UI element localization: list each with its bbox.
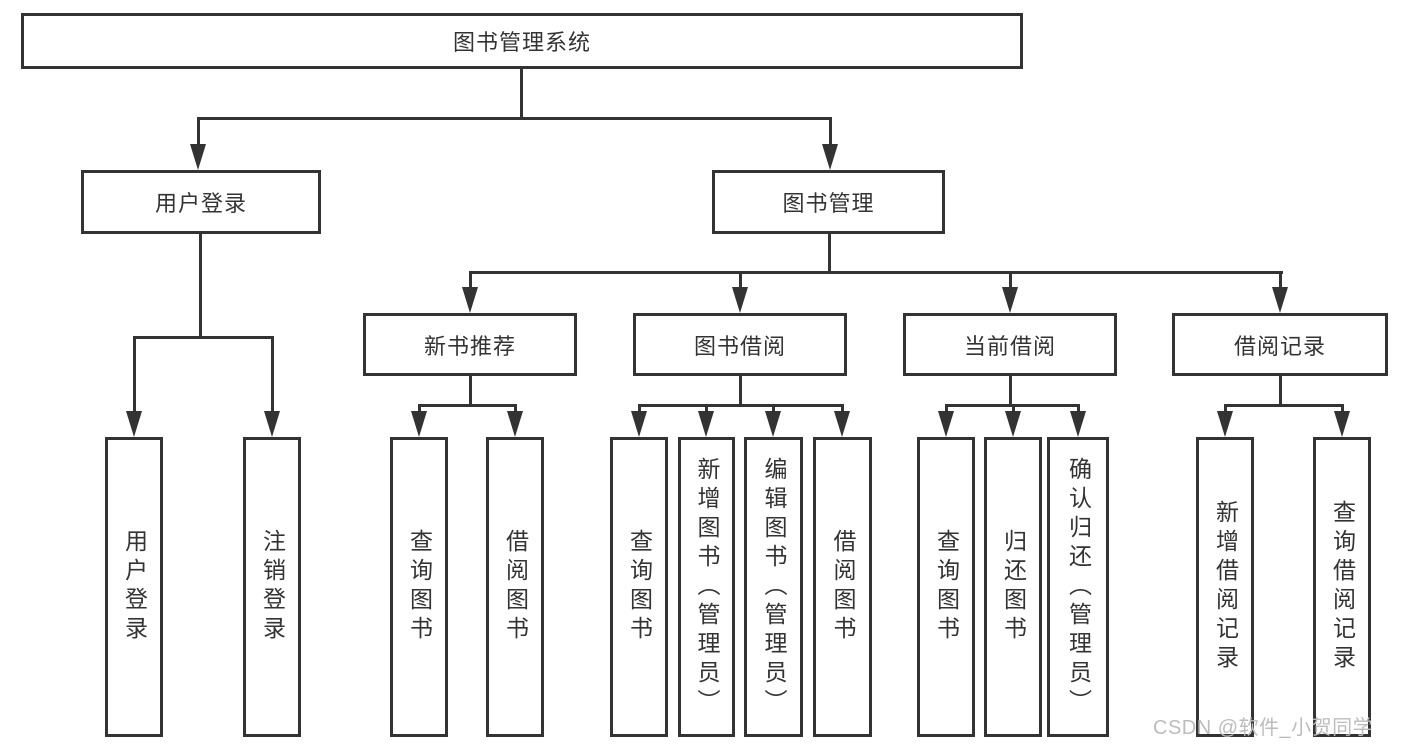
connector-line [197,117,832,120]
leaf-label: 借阅图书 [502,529,529,645]
node-borrow-record: 借阅记录 [1172,313,1388,376]
connector-line [418,404,517,407]
node-book-borrow: 图书借阅 [633,313,847,376]
leaf-label: 确认归还（管理员） [1065,456,1092,718]
connector-line [418,404,421,414]
arrowhead-icon [411,411,427,437]
node-book-management: 图书管理 [712,170,945,234]
arrowhead-icon [1272,287,1288,313]
connector-line [1077,404,1080,414]
leaf-return-book: 归还图书 [984,437,1042,737]
arrowhead-icon [1217,411,1233,437]
arrowhead-icon [462,287,478,313]
arrowhead-icon [732,287,748,313]
arrowhead-icon [1002,287,1018,313]
arrowhead-icon [765,411,781,437]
leaf-query-current: 查询图书 [917,437,975,737]
arrowhead-icon [1005,411,1021,437]
arrowhead-icon [1334,411,1350,437]
connector-line [1279,376,1282,406]
connector-line [638,404,641,414]
connector-line [829,117,832,146]
leaf-user-login: 用户登录 [105,437,163,737]
arrowhead-icon [698,411,714,437]
node-user-login: 用户登录 [81,170,321,234]
leaf-label: 查询图书 [933,529,960,645]
arrowhead-icon [507,411,523,437]
connector-line [739,376,742,406]
leaf-add-borrow-record: 新增借阅记录 [1196,437,1254,737]
arrowhead-icon [631,411,647,437]
arrowhead-icon [126,411,142,437]
connector-line [739,271,742,290]
leaf-borrow-book-recommend: 借阅图书 [486,437,544,737]
connector-line [1224,404,1344,407]
connector-line [133,336,274,339]
arrowhead-icon [1070,411,1086,437]
connector-line [520,69,523,118]
leaf-label: 查询借阅记录 [1329,500,1356,674]
connector-line [945,404,948,414]
connector-line [133,336,136,414]
connector-line [469,271,472,290]
node-root: 图书管理系统 [21,13,1023,69]
arrowhead-icon [190,144,206,170]
leaf-add-book-admin: 新增图书（管理员） [678,437,735,737]
arrowhead-icon [822,144,838,170]
leaf-label: 编辑图书（管理员） [761,456,787,718]
leaf-label: 新增图书（管理员） [694,456,720,718]
leaf-label: 用户登录 [121,529,148,645]
leaf-label: 借阅图书 [830,529,856,645]
arrowhead-icon [264,411,280,437]
arrowhead-icon [938,411,954,437]
connector-line [1341,404,1344,414]
connector-line [705,404,708,414]
leaf-edit-book-admin: 编辑图书（管理员） [744,437,803,737]
connector-line [199,234,202,338]
connector-line [469,376,472,406]
leaf-query-borrow-record: 查询借阅记录 [1313,437,1371,737]
connector-line [1009,376,1012,406]
leaf-label: 归还图书 [1000,529,1027,645]
connector-line [1012,404,1015,414]
leaf-label: 新增借阅记录 [1212,500,1239,674]
connector-line [469,271,1283,274]
node-new-book-recommend: 新书推荐 [363,313,577,376]
arrowhead-icon [834,411,850,437]
connector-line [638,404,844,407]
connector-line [1279,271,1282,290]
connector-line [271,336,274,414]
node-current-borrow: 当前借阅 [903,313,1117,376]
leaf-query-book-recommend: 查询图书 [390,437,448,737]
connector-line [197,117,200,146]
leaf-confirm-return-admin: 确认归还（管理员） [1047,437,1109,737]
leaf-label: 注销登录 [259,529,286,645]
leaf-query-book: 查询图书 [610,437,668,737]
connector-line [514,404,517,414]
connector-line [1009,271,1012,290]
csdn-watermark: CSDN @软件_小贺同学 [1153,717,1374,739]
connector-line [828,234,831,273]
leaf-label: 查询图书 [626,529,653,645]
leaf-borrow-book: 借阅图书 [813,437,872,737]
connector-line [772,404,775,414]
connector-line [841,404,844,414]
connector-line [1224,404,1227,414]
leaf-label: 查询图书 [406,529,433,645]
leaf-logout: 注销登录 [243,437,301,737]
